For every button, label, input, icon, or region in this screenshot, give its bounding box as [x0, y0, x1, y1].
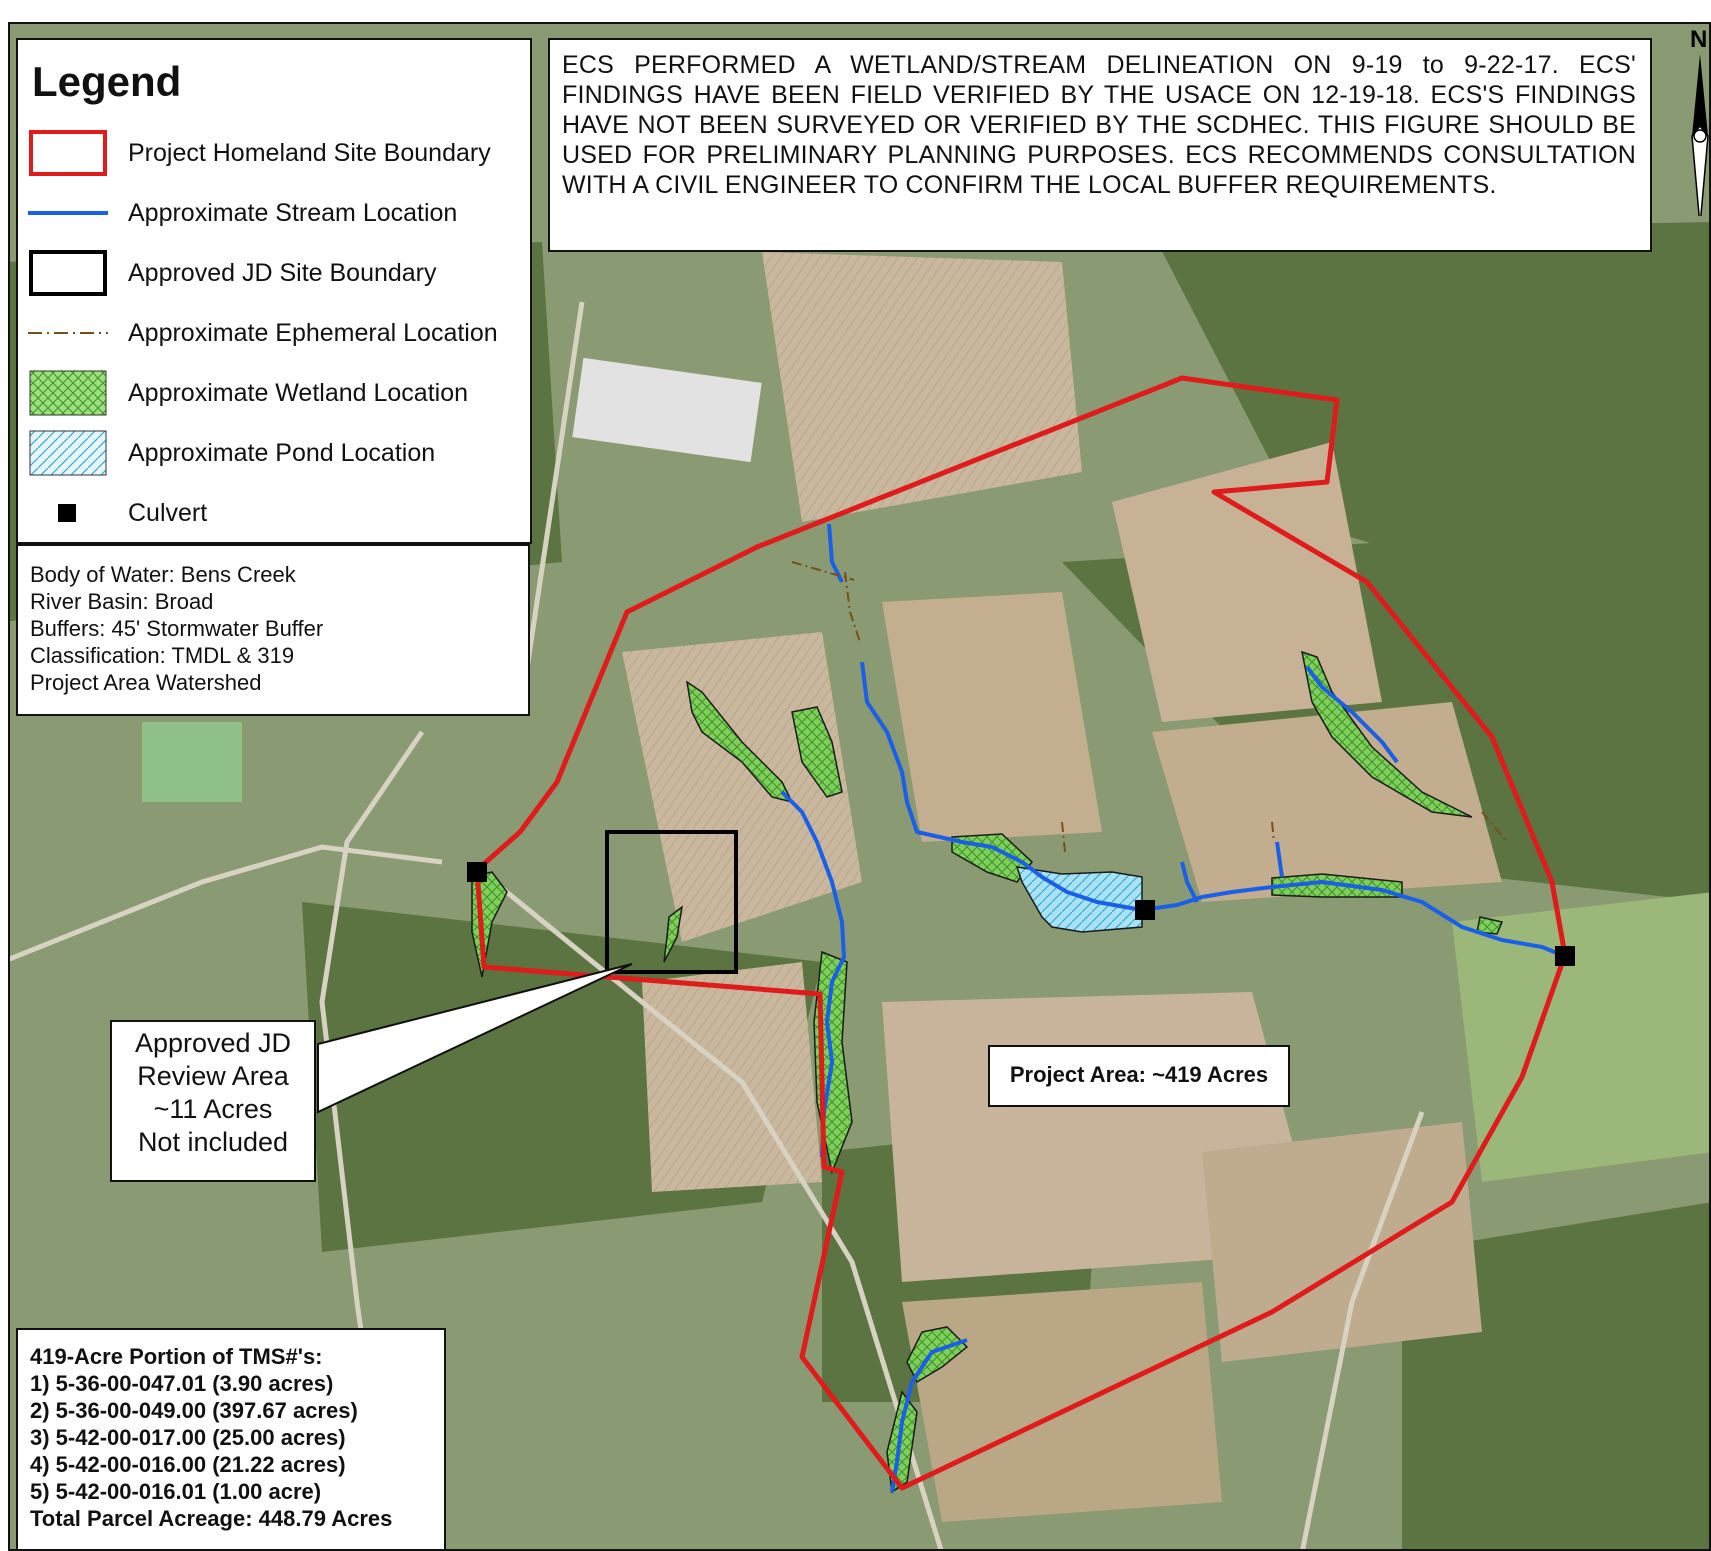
callout-line: Not included [137, 1127, 289, 1157]
green-crosshatch-symbol [29, 370, 107, 416]
pond [1015, 866, 1143, 933]
legend-item-jd-boundary: Approved JD Site Boundary [28, 248, 528, 298]
blue-line-symbol [28, 211, 108, 215]
project-area-label: Project Area: ~419 Acres [1009, 1062, 1269, 1087]
north-arrow-icon [1691, 54, 1709, 216]
red-box-symbol [29, 130, 107, 176]
info-line: Classification: TMDL & 319 [30, 643, 295, 668]
legend-item-pond: Approximate Pond Location [28, 428, 528, 478]
black-square-symbol [58, 504, 76, 522]
streams [780, 523, 1563, 1493]
blue-hatch-symbol [29, 430, 107, 476]
legend-item-site-boundary: Project Homeland Site Boundary [28, 128, 528, 178]
legend-label: Approximate Ephemeral Location [128, 319, 498, 347]
info-line: Project Area Watershed [30, 670, 262, 695]
parcel-line: 2) 5-36-00-049.00 (397.67 acres) [30, 1398, 358, 1423]
legend-label: Culvert [128, 499, 208, 527]
black-box-symbol [29, 250, 107, 296]
info-line: Buffers: 45' Stormwater Buffer [30, 616, 324, 641]
callout-line: Review Area [137, 1061, 289, 1091]
project-site-boundary [474, 375, 1568, 1491]
legend-item-stream: Approximate Stream Location [28, 188, 528, 238]
legend-item-wetland: Approximate Wetland Location [28, 368, 528, 418]
legend-label: Approximate Wetland Location [128, 379, 469, 407]
delineation-note-text: ECS PERFORMED A WETLAND/STREAM DELINEATI… [562, 51, 1636, 199]
delineation-note-panel: ECS PERFORMED A WETLAND/STREAM DELINEATI… [548, 38, 1652, 252]
building [572, 357, 762, 463]
jd-review-callout: Approved JD Review Area ~11 Acres Not in… [110, 1020, 316, 1182]
legend-label: Approximate Pond Location [128, 439, 436, 467]
parcel-line: 5) 5-42-00-016.01 (1.00 acre) [30, 1479, 322, 1504]
parcel-line: 3) 5-42-00-017.00 (25.00 acres) [30, 1425, 346, 1450]
dash-dot-line-symbol [28, 332, 108, 334]
north-letter: N [1690, 26, 1708, 53]
project-area-box: Project Area: ~419 Acres [988, 1045, 1290, 1107]
legend-title: Legend [32, 58, 182, 105]
approved-jd-boundary [605, 830, 738, 974]
info-line: Body of Water: Bens Creek [30, 562, 296, 587]
legend-label: Project Homeland Site Boundary [128, 139, 491, 167]
parcel-line: 1) 5-36-00-047.01 (3.90 acres) [30, 1371, 334, 1396]
legend-panel: Legend Project Homeland Site Boundary Ap… [16, 38, 532, 544]
callout-line: Approved JD [134, 1028, 292, 1058]
legend-label: Approved JD Site Boundary [128, 259, 437, 287]
legend-label: Approximate Stream Location [128, 199, 458, 227]
parcel-line: 4) 5-42-00-016.00 (21.22 acres) [30, 1452, 346, 1477]
water-info-panel: Body of Water: Bens Creek River Basin: B… [16, 544, 530, 716]
legend-item-ephemeral: Approximate Ephemeral Location [28, 308, 528, 358]
ephemerals [791, 561, 1508, 853]
callout-pointer [317, 963, 633, 1114]
callout-line: ~11 Acres [153, 1094, 273, 1124]
parcel-line: 419-Acre Portion of TMS#'s: [30, 1344, 323, 1369]
info-line: River Basin: Broad [30, 589, 214, 614]
parcel-list-panel: 419-Acre Portion of TMS#'s: 1) 5-36-00-0… [16, 1328, 446, 1551]
legend-item-culvert: Culvert [28, 488, 528, 538]
culverts [467, 862, 1575, 966]
parcel-line: Total Parcel Acreage: 448.79 Acres [30, 1506, 393, 1531]
